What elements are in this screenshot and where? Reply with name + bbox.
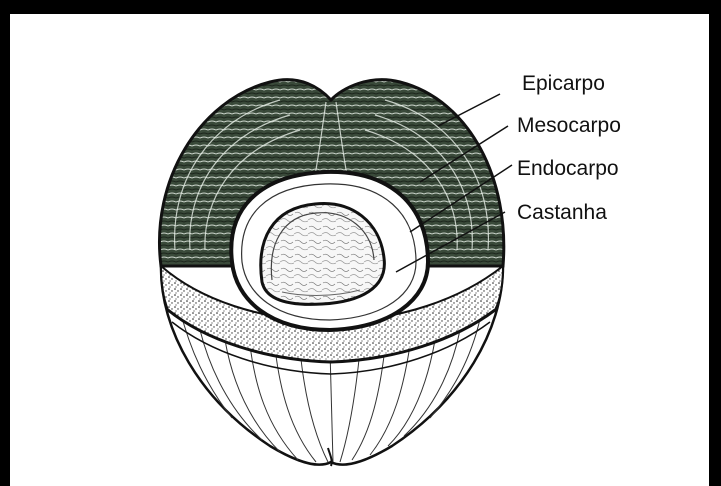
label-castanha: Castanha bbox=[517, 201, 607, 224]
label-epicarpo: Epicarpo bbox=[522, 72, 605, 95]
label-endocarpo: Endocarpo bbox=[517, 157, 619, 180]
kernel-castanha bbox=[261, 204, 385, 305]
label-mesocarpo: Mesocarpo bbox=[517, 114, 621, 137]
